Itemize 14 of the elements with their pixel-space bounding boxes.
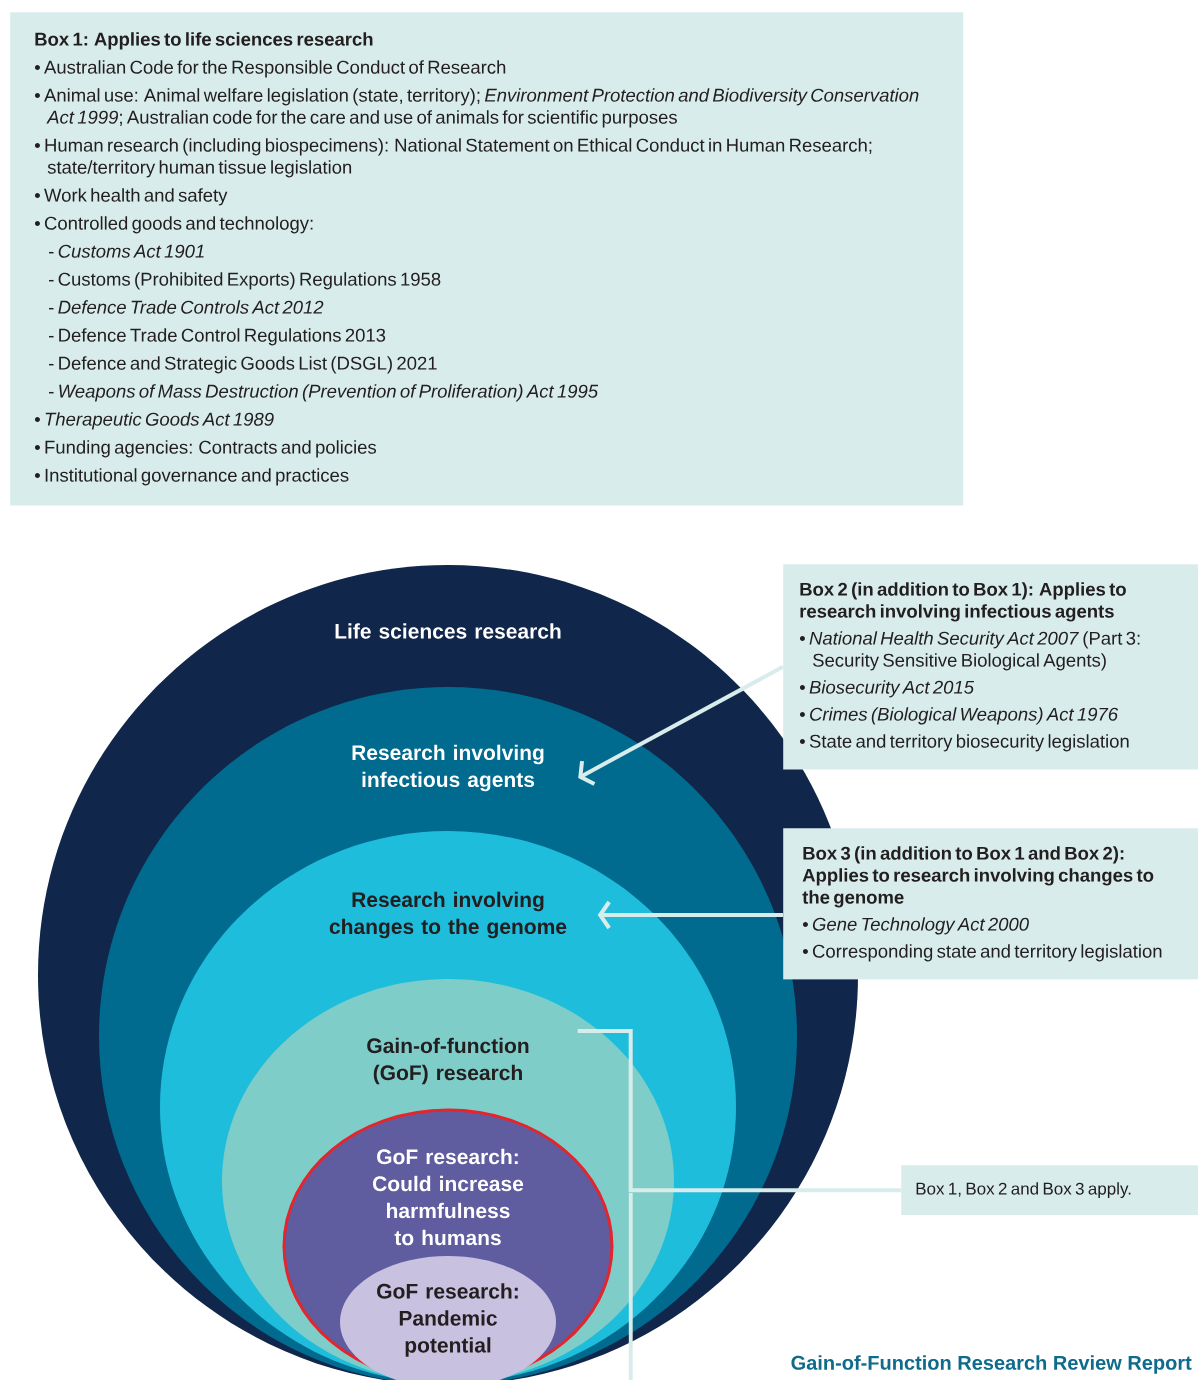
region-label: Life sciences research — [335, 623, 561, 639]
arrow — [597, 900, 783, 930]
arrow — [578, 665, 784, 786]
region-label: GoF research: Pandemic potential — [377, 1283, 518, 1357]
connector-line — [577, 1029, 901, 1193]
region-label: Research involving changes to the genome — [329, 891, 567, 939]
text-box: Box 1: Applies to life sciences research • Australian Code for the Responsible Conduct of Research • Animal use: Animal welfare legislation (state, territory); Environment Protection and Biodiversity Conservation Act 1999; Australian code for the care and use of animals for scientific purposes • Human research (including biospecimens): National Statement on Ethical Conduct in Human Research; state/territory human tissue legislation • Work health and safety • Controlled goods and technology: - Customs Act 1901 - Customs (Prohibited Exports) Regulations 1958 - Defence Trade Controls Act 2012 - Defence Trade Control Regulations 2013 - Defence and Strategic Goods List (DSGL) 2021 - Weapons of Mass Destruction (Prevention of Proliferation) Act 1995 • Therapeutic Goods Act 1989 • Funding agencies: Contracts and policies • Institutional governance and practices — [10, 12, 964, 506]
text-box: Box 3 (in addition to Box 1 and Box 2): Applies to research involving changes to the genome • Gene Technology Act 2000 • Corresponding state and territory legislation — [783, 828, 1198, 980]
region-label: Research involving infectious agents — [352, 744, 544, 792]
region-label: GoF research: Could increase harmfulness to humans — [373, 1148, 524, 1246]
footer-text: Gain-of-Function Research Review Report — [791, 1355, 1192, 1374]
region-label: Gain-of-function (GoF) research — [367, 1037, 529, 1085]
text-box: Box 1, Box 2 and Box 3 apply. — [901, 1165, 1198, 1216]
text-box: Box 2 (in addition to Box 1): Applies to research involving infectious agents • National Health Security Act 2007 (Part 3: Security Sensitive Biological Agents) • Biosecurity Act 2015 • Crimes (Biological Weapons) Act 1976 • State and territory biosecurity legislation — [783, 564, 1198, 770]
